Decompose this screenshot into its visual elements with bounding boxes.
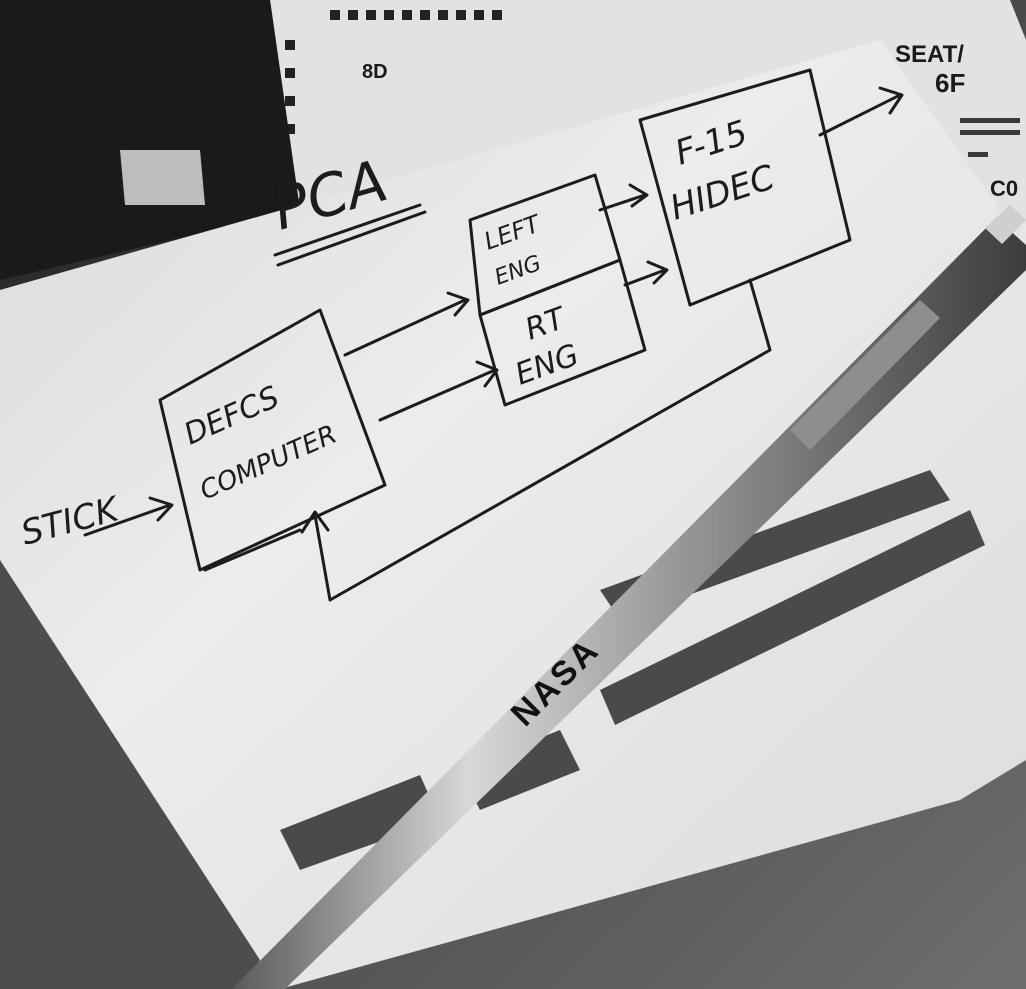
ticket-seat-label: SEAT/ (895, 41, 964, 68)
ticket-code: 8D (362, 61, 388, 83)
ticket-seat-value: 6F (935, 68, 965, 98)
ticket-corner-code: C0 (990, 176, 1018, 201)
left-paper-scrap (120, 150, 205, 205)
